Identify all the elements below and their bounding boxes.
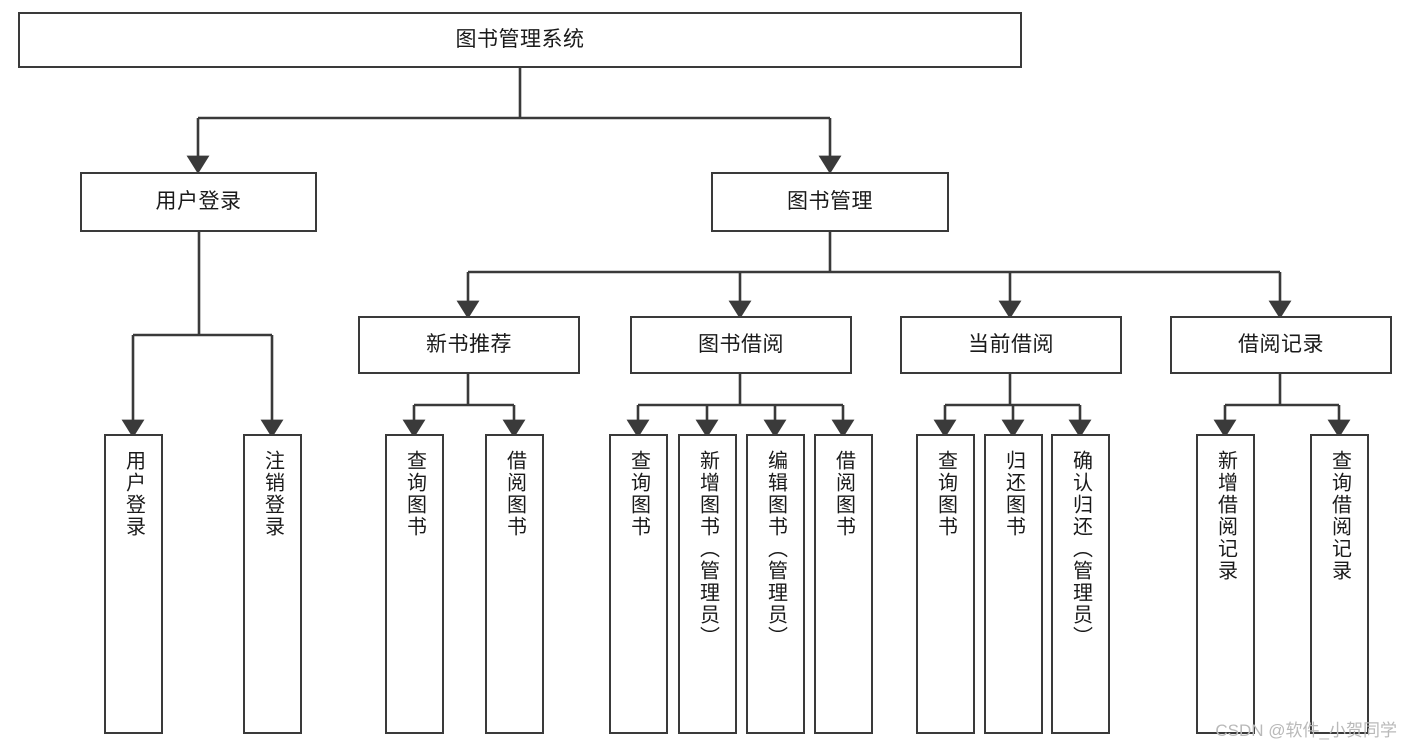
node-label: 图书借阅 [698,332,784,356]
node-label: 图书管理 [787,189,873,213]
node-label: 查询图书 [403,450,426,538]
leaf-query-book-current[interactable]: 查询图书 [916,434,975,734]
leaf-add-borrow-record[interactable]: 新增借阅记录 [1196,434,1255,734]
node-label: 注销登录 [261,450,284,538]
leaf-query-book-recommend[interactable]: 查询图书 [385,434,444,734]
node-label: 借阅图书 [503,450,526,538]
node-label: 新增借阅记录 [1214,450,1237,582]
node-label: 查询图书 [627,450,650,538]
node-book-borrow[interactable]: 图书借阅 [630,316,852,374]
node-label: 借阅图书 [832,450,855,538]
node-label: 借阅记录 [1238,332,1324,356]
leaf-logout-login[interactable]: 注销登录 [243,434,302,734]
node-root-book-management-system[interactable]: 图书管理系统 [18,12,1022,68]
node-label: 新增图书（管理员） [696,450,719,648]
node-new-book-recommend[interactable]: 新书推荐 [358,316,580,374]
leaf-borrow-book[interactable]: 借阅图书 [814,434,873,734]
node-borrow-record[interactable]: 借阅记录 [1170,316,1392,374]
node-label: 归还图书 [1002,450,1025,538]
node-label: 用户登录 [155,189,242,213]
node-label: 查询图书 [934,450,957,538]
node-label: 查询借阅记录 [1328,450,1351,582]
node-label: 用户登录 [122,450,145,538]
leaf-add-book-admin[interactable]: 新增图书（管理员） [678,434,737,734]
leaf-confirm-return-admin[interactable]: 确认归还（管理员） [1051,434,1110,734]
node-label: 图书管理系统 [455,27,585,51]
node-label: 新书推荐 [426,332,512,356]
leaf-borrow-book-recommend[interactable]: 借阅图书 [485,434,544,734]
node-user-login[interactable]: 用户登录 [80,172,317,232]
node-current-borrow[interactable]: 当前借阅 [900,316,1122,374]
node-book-management[interactable]: 图书管理 [711,172,949,232]
node-label: 当前借阅 [968,332,1054,356]
leaf-query-borrow-record[interactable]: 查询借阅记录 [1310,434,1369,734]
node-label: 编辑图书（管理员） [764,450,787,648]
leaf-query-book-borrow[interactable]: 查询图书 [609,434,668,734]
csdn-watermark: CSDN @软件_小贺同学 [1215,721,1397,740]
leaf-return-book[interactable]: 归还图书 [984,434,1043,734]
leaf-user-login[interactable]: 用户登录 [104,434,163,734]
leaf-edit-book-admin[interactable]: 编辑图书（管理员） [746,434,805,734]
node-label: 确认归还（管理员） [1069,450,1092,648]
